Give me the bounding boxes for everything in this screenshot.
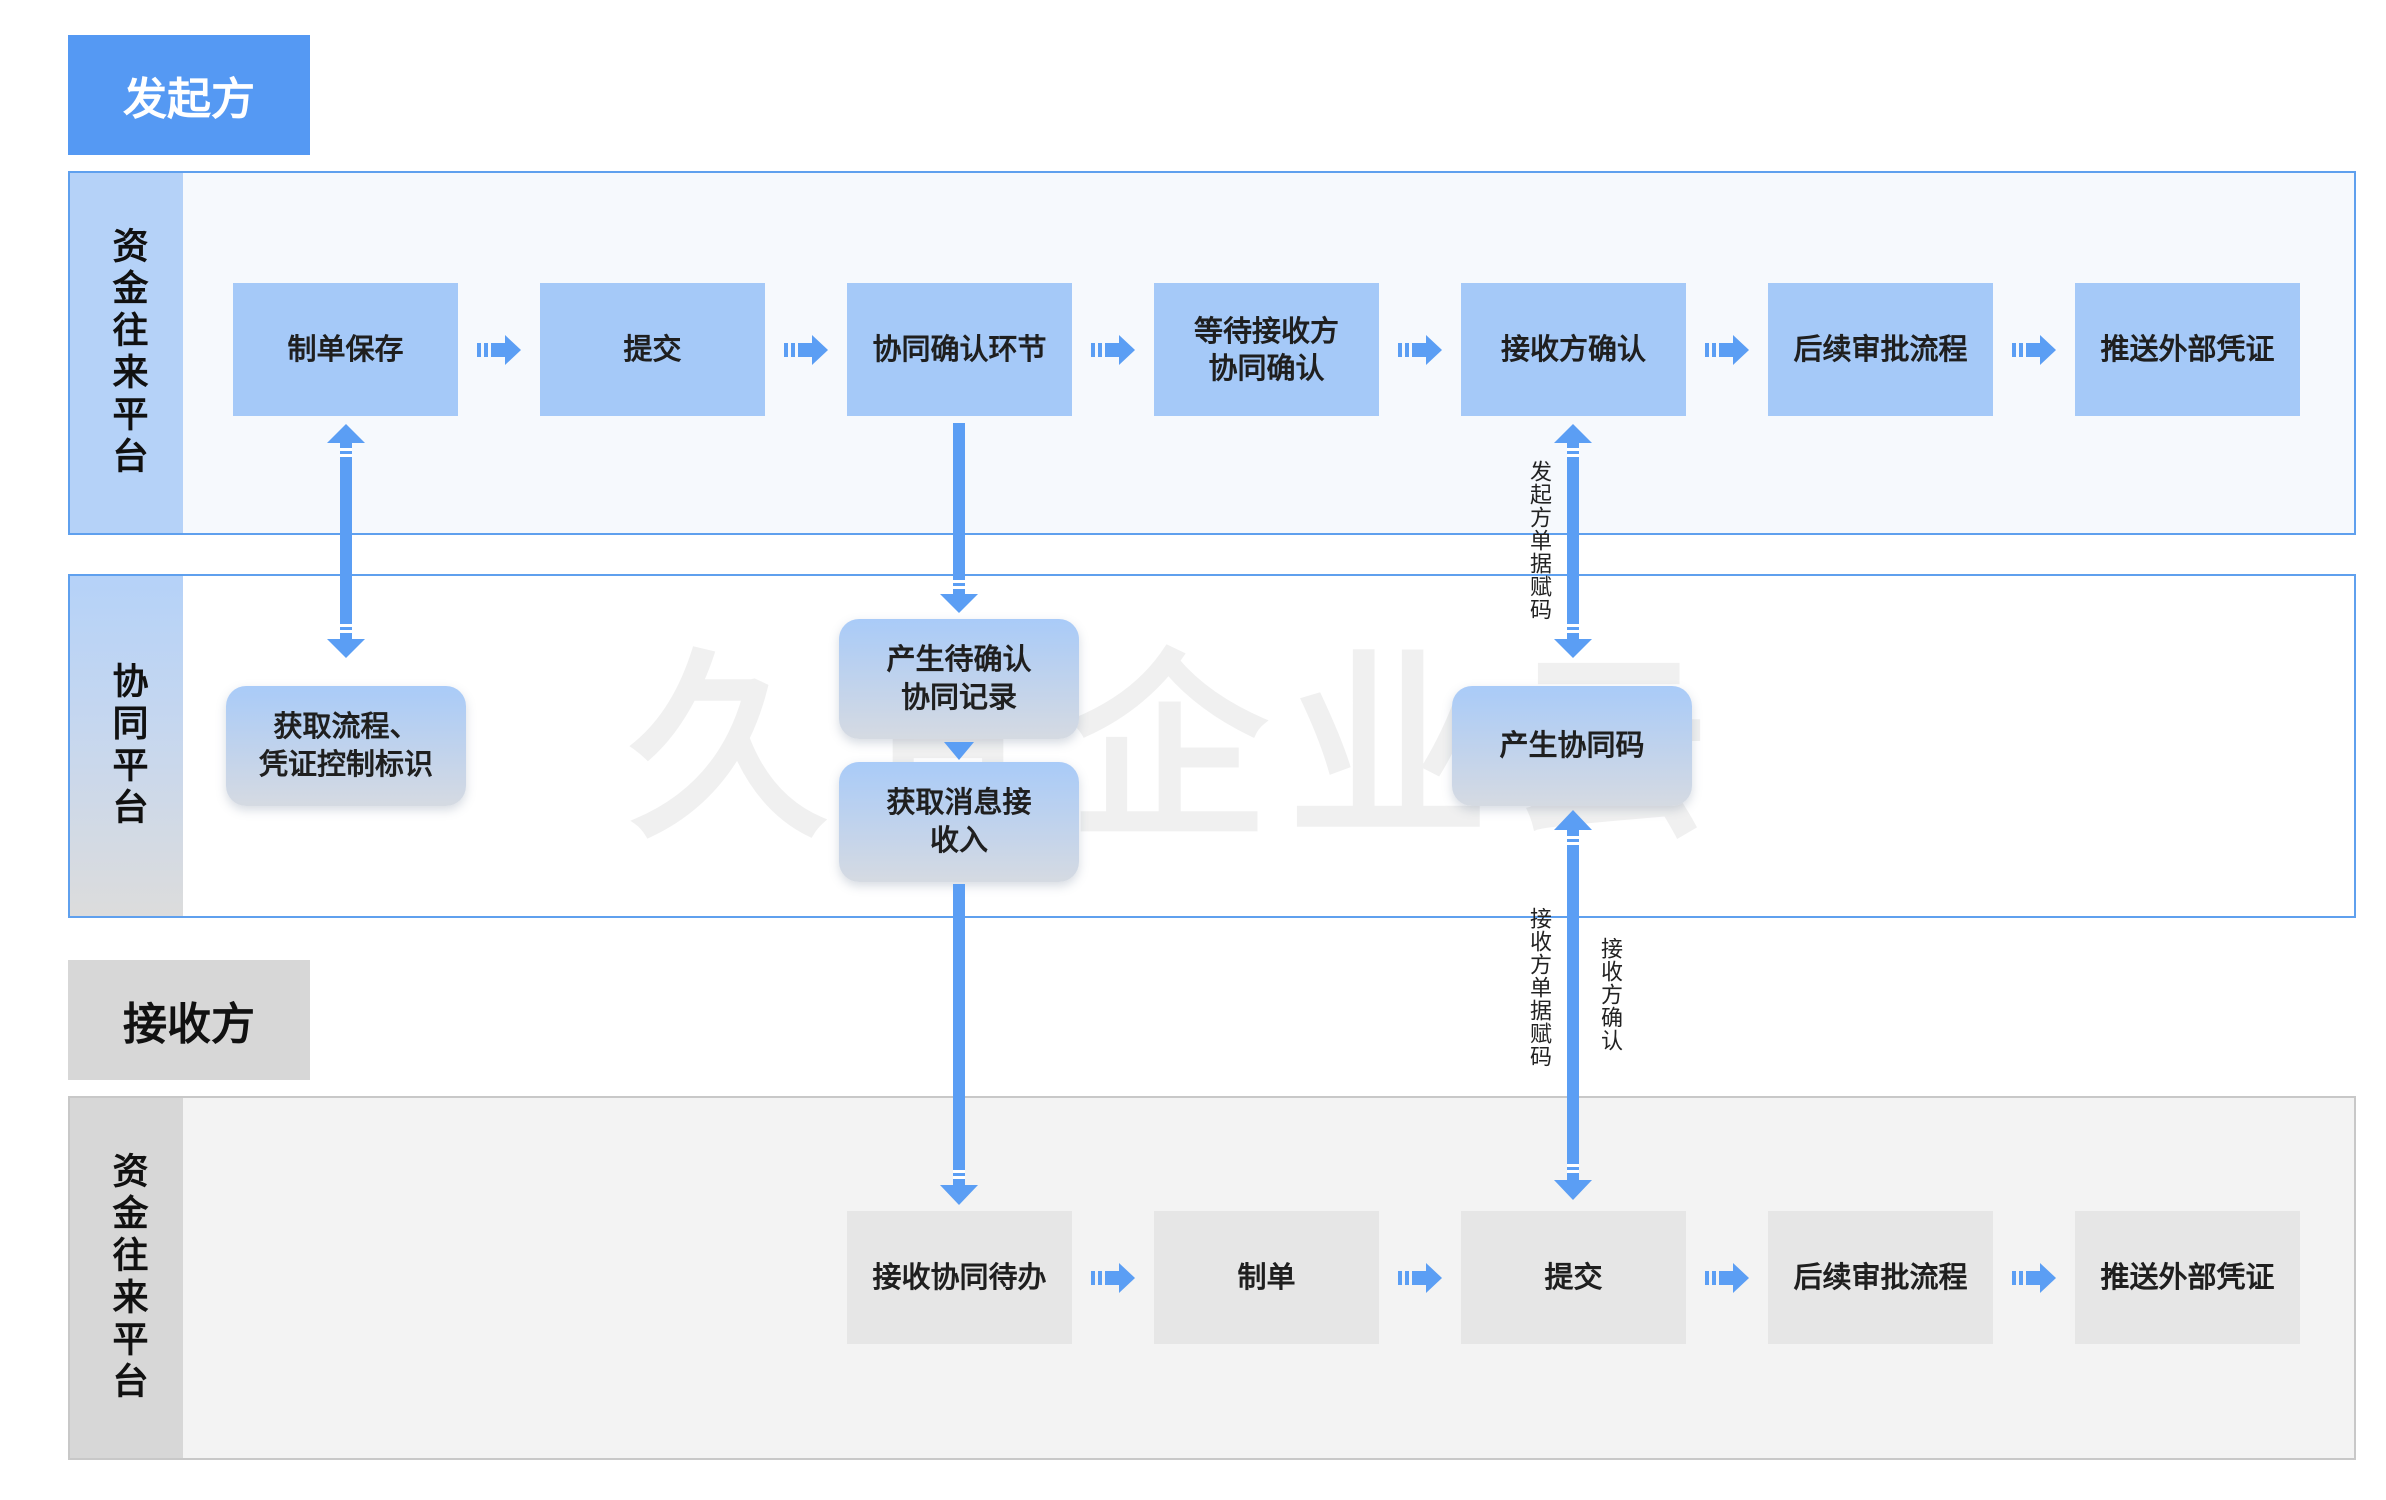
collab-create-code[interactable]: 产生协同码 [1452, 686, 1692, 806]
step-followup-approval[interactable]: 后续审批流程 [1768, 283, 1993, 416]
lane-label-collab-platform: 协同平台 [70, 576, 183, 916]
label-receiver-code: 接收方单据赋码 [1526, 907, 1551, 1068]
lane-label-receiver-platform: 资金往来平台 [70, 1098, 183, 1458]
step-push-voucher[interactable]: 推送外部凭证 [2075, 283, 2300, 416]
step-submit[interactable]: 提交 [540, 283, 765, 416]
recv-step-make[interactable]: 制单 [1154, 1211, 1379, 1344]
recv-step-followup-approval[interactable]: 后续审批流程 [1768, 1211, 1993, 1344]
collab-get-flow[interactable]: 获取流程、 凭证控制标识 [226, 686, 466, 806]
step-await-receiver[interactable]: 等待接收方 协同确认 [1154, 283, 1379, 416]
step-collab-confirm[interactable]: 协同确认环节 [847, 283, 1072, 416]
label-receiver-confirm: 接收方确认 [1597, 937, 1622, 1052]
receiver-role-tag: 接收方 [68, 960, 310, 1080]
recv-step-submit[interactable]: 提交 [1461, 1211, 1686, 1344]
recv-step-push-voucher[interactable]: 推送外部凭证 [2075, 1211, 2300, 1344]
collab-get-message[interactable]: 获取消息接 收入 [839, 762, 1079, 882]
label-initiator-code: 发起方单据赋码 [1526, 460, 1551, 621]
initiator-role-tag: 发起方 [68, 35, 310, 155]
collab-create-pending[interactable]: 产生待确认 协同记录 [839, 619, 1079, 739]
recv-step-todo[interactable]: 接收协同待办 [847, 1211, 1072, 1344]
lane-label-initiator-platform: 资金往来平台 [70, 173, 183, 533]
step-receiver-confirmed[interactable]: 接收方确认 [1461, 283, 1686, 416]
step-make-save[interactable]: 制单保存 [233, 283, 458, 416]
